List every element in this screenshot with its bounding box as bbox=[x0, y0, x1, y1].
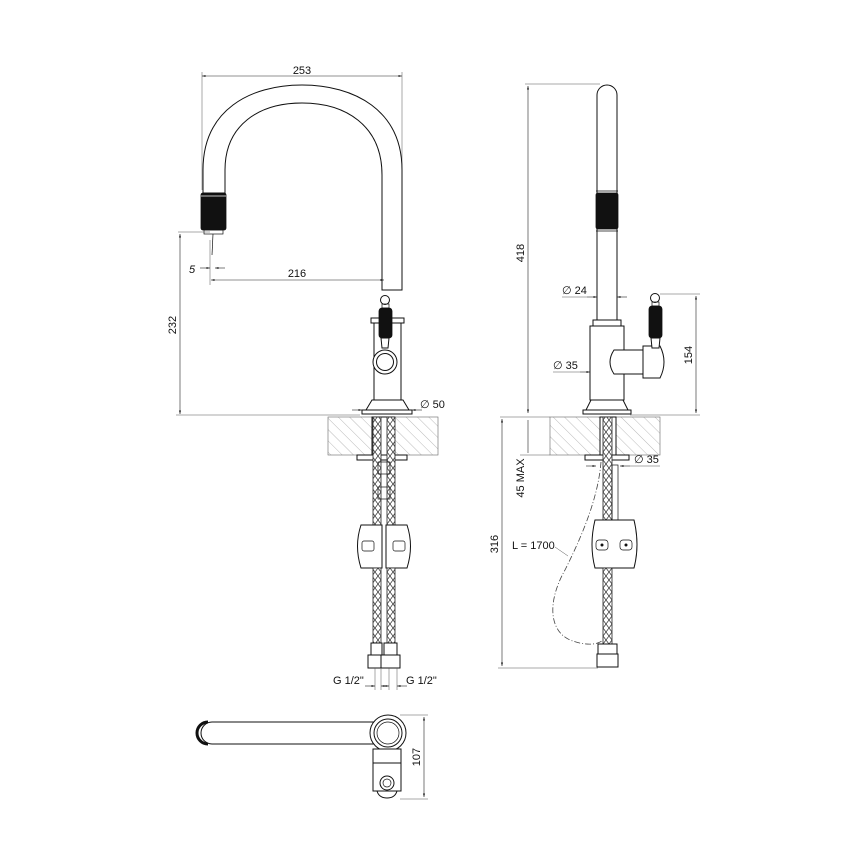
dim-spout-height: 232 bbox=[167, 234, 360, 416]
dim-spout-reach: 5 216 bbox=[178, 231, 384, 285]
spray-head-grip bbox=[200, 192, 227, 231]
dim-deck-thickness: 45 MAX bbox=[500, 416, 550, 498]
label-216: 216 bbox=[288, 268, 306, 280]
spout-tube-side bbox=[595, 84, 619, 321]
label-232: 232 bbox=[167, 316, 179, 334]
top-view: 107 bbox=[195, 714, 428, 800]
label-diameter-35-body: ∅ 35 bbox=[553, 360, 578, 372]
supply-hoses-front bbox=[357, 416, 411, 669]
label-253: 253 bbox=[293, 65, 311, 77]
dim-spout-diameter: ∅ 24 bbox=[562, 285, 627, 299]
dim-under-deck: 316 bbox=[489, 419, 598, 669]
faucet-body-front bbox=[361, 295, 413, 415]
label-diameter-35-shank: ∅ 35 bbox=[634, 454, 659, 466]
handle-grip-side bbox=[648, 305, 663, 339]
pull-out-hose-path bbox=[552, 461, 604, 645]
label-hose-length: L = 1700 bbox=[512, 540, 555, 552]
dim-base-diameter: ∅ 50 bbox=[352, 399, 445, 412]
label-154: 154 bbox=[683, 346, 695, 364]
gooseneck-spout bbox=[200, 84, 403, 291]
label-45-max: 45 MAX bbox=[515, 458, 527, 498]
label-316: 316 bbox=[489, 535, 501, 553]
dim-handle-height: 154 bbox=[630, 293, 700, 416]
dim-shank-diameter: ∅ 35 bbox=[586, 454, 660, 468]
side-view: 418 ∅ 24 bbox=[489, 83, 700, 669]
supply-hoses-side bbox=[552, 416, 638, 668]
handle-grip-front bbox=[378, 307, 393, 339]
label-g-half-left: G 1/2" bbox=[333, 675, 364, 687]
dim-connectors: G 1/2" G 1/2" bbox=[333, 668, 437, 690]
label-diameter-24: ∅ 24 bbox=[562, 285, 587, 297]
label-g-half-right: G 1/2" bbox=[406, 675, 437, 687]
dim-total-height: 418 bbox=[515, 83, 600, 413]
faucet-body-side bbox=[582, 293, 665, 415]
dim-body-diameter: ∅ 35 bbox=[553, 360, 590, 374]
label-418: 418 bbox=[515, 244, 527, 262]
label-5: 5 bbox=[189, 264, 196, 276]
dim-top-depth: 107 bbox=[400, 714, 428, 800]
label-diameter-50: ∅ 50 bbox=[420, 399, 445, 411]
front-view: 253 5 216 232 bbox=[167, 65, 445, 690]
spray-head-grip-side bbox=[595, 192, 619, 230]
dim-hose-length: L = 1700 bbox=[512, 540, 569, 557]
label-107: 107 bbox=[411, 748, 423, 766]
